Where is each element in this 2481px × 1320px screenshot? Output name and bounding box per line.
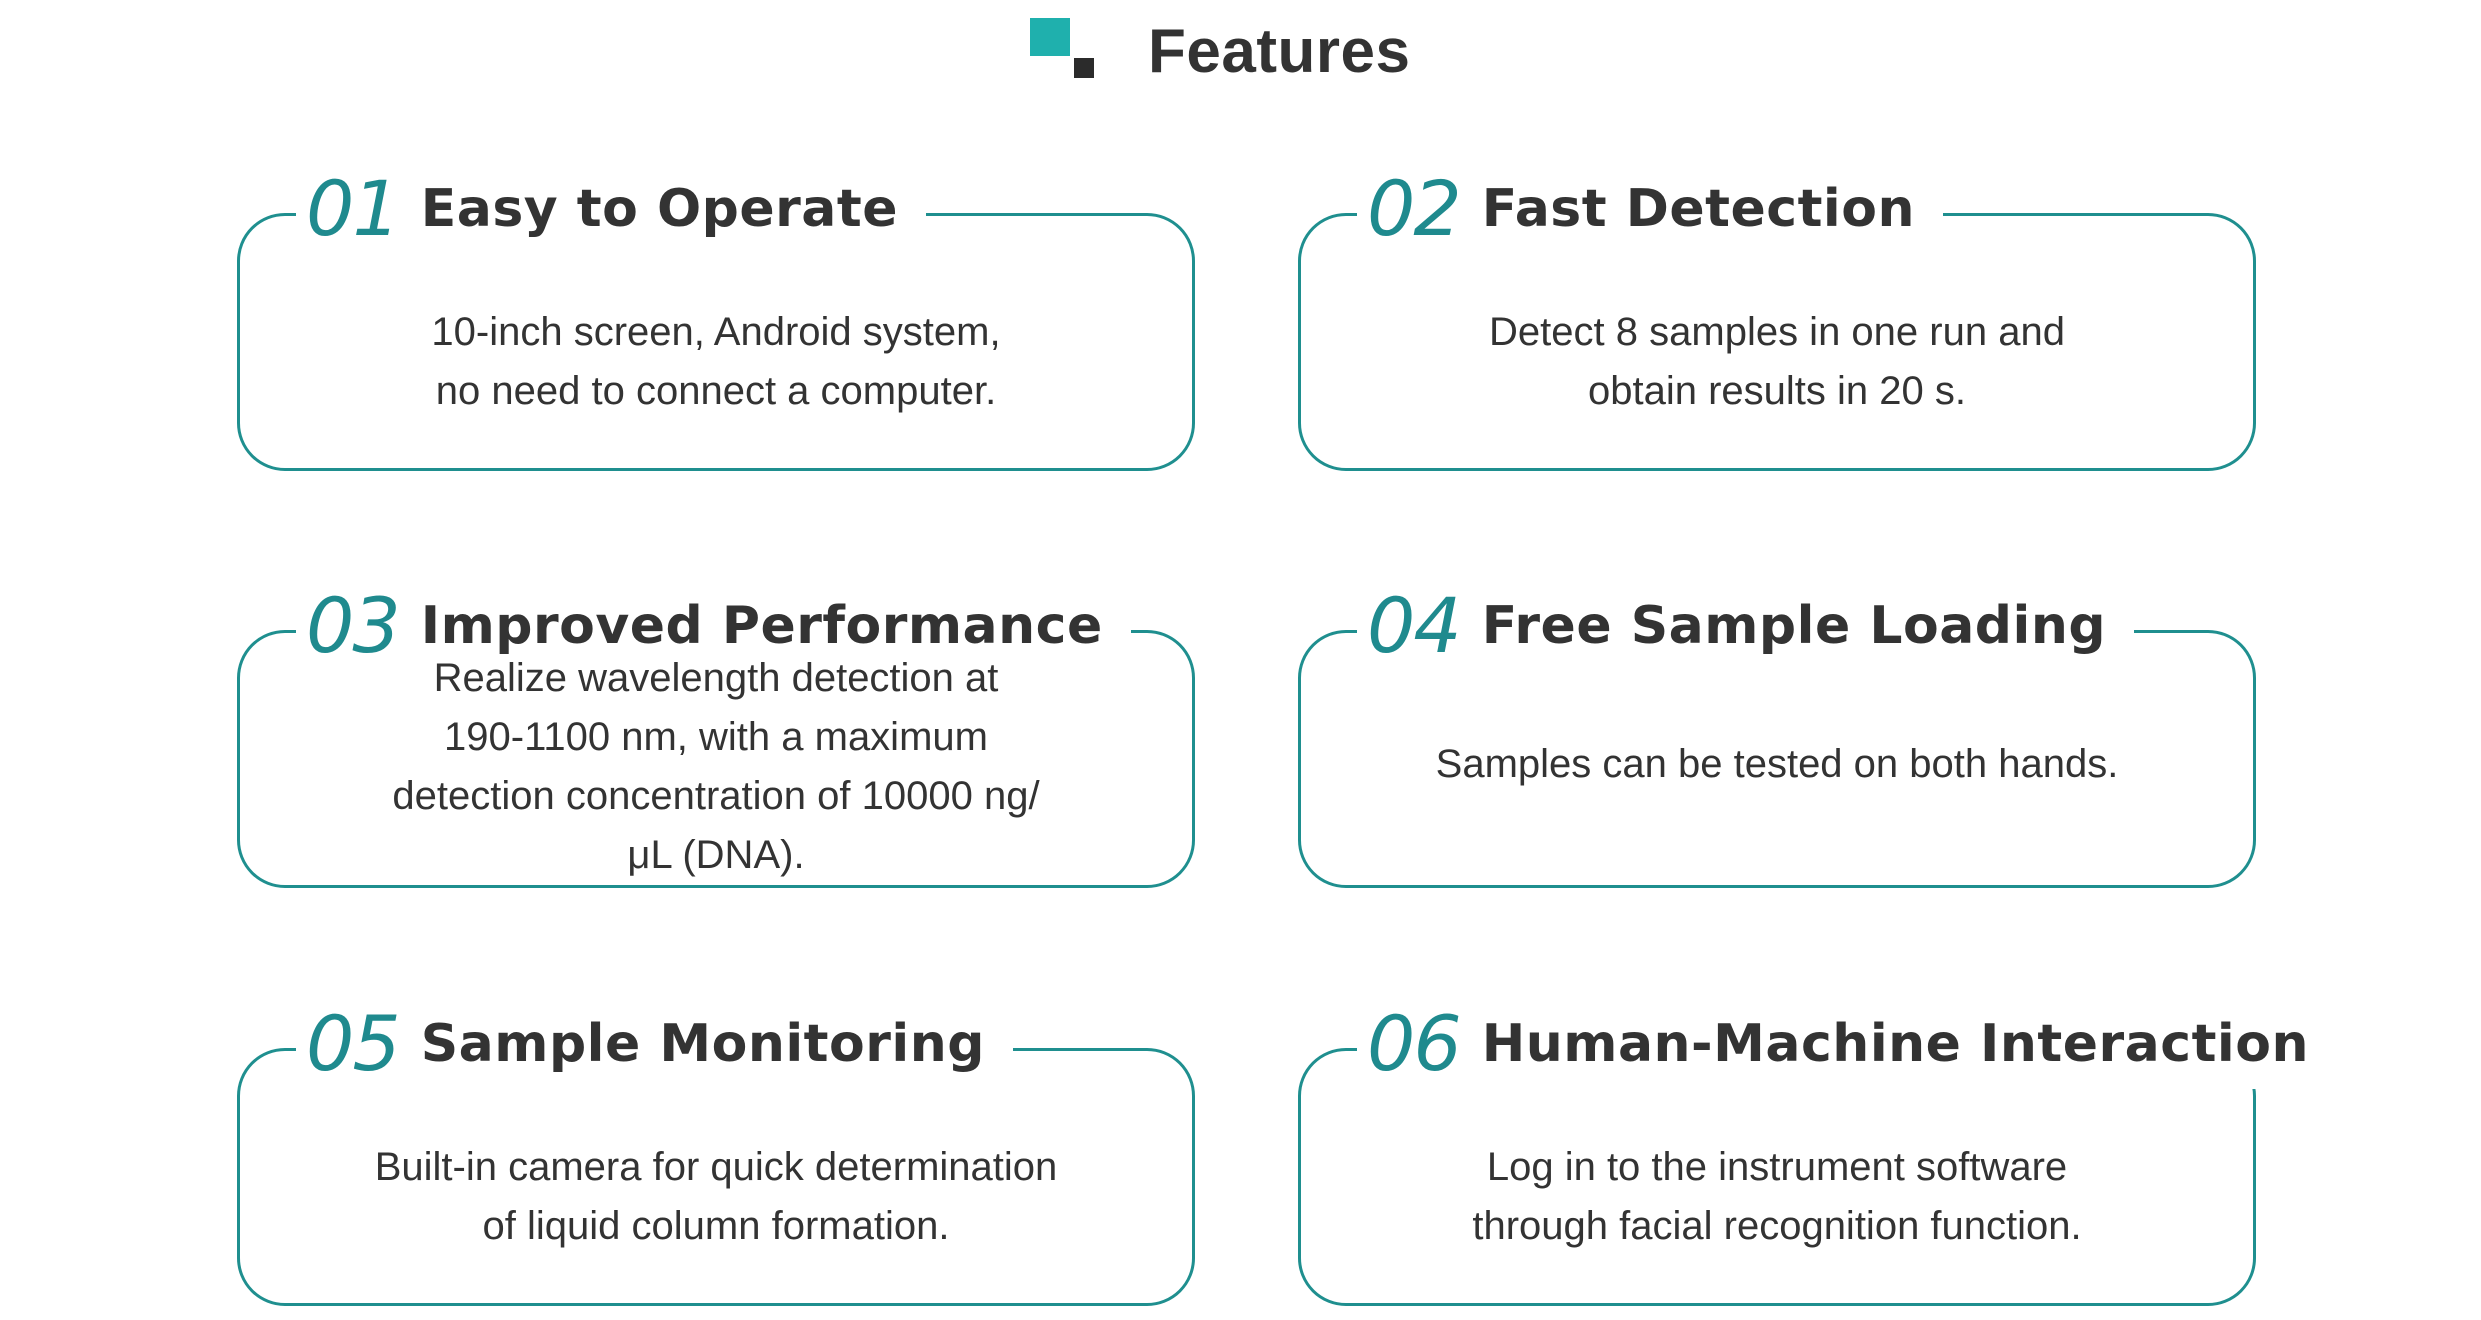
feature-number: 03 bbox=[306, 581, 401, 670]
feature-title: Free Sample Loading bbox=[1481, 596, 2107, 656]
feature-description: 10-inch screen, Android system, no need … bbox=[431, 310, 1001, 413]
feature-title: Improved Performance bbox=[420, 596, 1103, 656]
feature-heading: 02 Fast Detection bbox=[1357, 164, 1944, 254]
feature-description: Detect 8 samples in one run and obtain r… bbox=[1489, 310, 2065, 413]
feature-heading: 03 Improved Performance bbox=[296, 581, 1131, 671]
feature-card-free-sample-loading: 04 Free Sample Loading Samples can be te… bbox=[1298, 581, 2256, 888]
feature-card-fast-detection: 02 Fast Detection Detect 8 samples in on… bbox=[1298, 164, 2256, 471]
feature-card-human-machine-interaction: 06 Human-Machine Interaction Log in to t… bbox=[1298, 999, 2328, 1306]
page-title: Features bbox=[1148, 17, 1411, 86]
features-header: Features bbox=[0, 0, 2481, 110]
feature-card-sample-monitoring: 05 Sample Monitoring Built-in camera for… bbox=[237, 999, 1195, 1306]
feature-heading: 04 Free Sample Loading bbox=[1357, 581, 2135, 671]
feature-title: Sample Monitoring bbox=[420, 1014, 985, 1074]
brand-square-dark bbox=[1074, 58, 1094, 78]
feature-card-easy-to-operate: 01 Easy to Operate 10-inch screen, Andro… bbox=[237, 164, 1195, 471]
feature-number: 05 bbox=[306, 999, 401, 1088]
feature-number: 01 bbox=[306, 164, 401, 253]
feature-title: Easy to Operate bbox=[420, 179, 899, 239]
feature-description: Realize wavelength detection at 190-1100… bbox=[392, 655, 1040, 877]
feature-title: Fast Detection bbox=[1481, 179, 1916, 239]
feature-number: 02 bbox=[1367, 164, 1462, 253]
brand-square-icon bbox=[1030, 18, 1094, 80]
feature-card-improved-performance: 03 Improved Performance Realize waveleng… bbox=[237, 581, 1195, 888]
feature-description: Built-in camera for quick determination … bbox=[374, 1145, 1058, 1248]
feature-heading: 01 Easy to Operate bbox=[296, 164, 927, 254]
feature-heading: 05 Sample Monitoring bbox=[296, 999, 1013, 1089]
feature-number: 06 bbox=[1367, 999, 1462, 1088]
feature-heading: 06 Human-Machine Interaction bbox=[1357, 999, 2328, 1089]
feature-description: Log in to the instrument software throug… bbox=[1472, 1145, 2082, 1248]
feature-description: Samples can be tested on both hands. bbox=[1435, 741, 2119, 786]
brand-square-teal bbox=[1030, 18, 1070, 56]
feature-title: Human-Machine Interaction bbox=[1481, 1014, 2310, 1074]
feature-number: 04 bbox=[1367, 581, 1462, 670]
